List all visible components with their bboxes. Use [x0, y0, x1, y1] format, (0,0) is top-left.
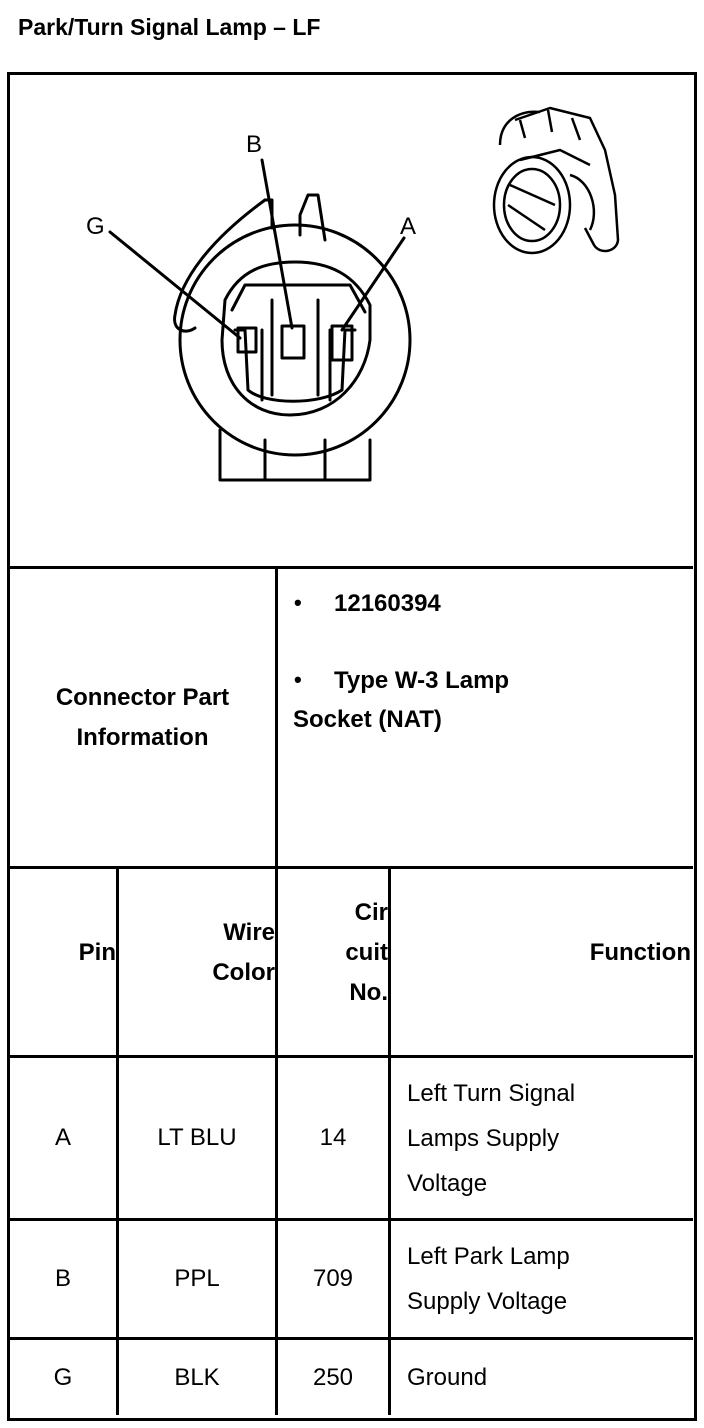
pin-label-b: B: [246, 131, 262, 158]
row-b-pin: B: [54, 1265, 71, 1292]
divider-pin-col: [116, 866, 119, 1415]
bullet-part-number: •: [294, 590, 302, 615]
row-a-function: Left Turn Signal Lamps Supply Voltage: [391, 1058, 691, 1218]
row-b-function-line2: Supply Voltage: [407, 1288, 568, 1315]
header-circuit-line1: Cir: [354, 899, 388, 926]
bullet-description: •: [294, 667, 302, 692]
pin-label-a: A: [400, 213, 416, 240]
divider-header: [7, 1055, 693, 1058]
row-b-wire-color: PPL: [174, 1265, 220, 1292]
header-wire-color-line1: Wire: [223, 919, 275, 946]
row-a-function-line3: Voltage: [407, 1169, 488, 1197]
row-b-circuit: 709: [312, 1265, 354, 1292]
connector-description-line1: Type W-3 Lamp: [334, 667, 510, 694]
row-b-function-line1: Left Park Lamp: [407, 1243, 570, 1270]
divider-wire-col: [275, 866, 278, 1415]
row-g-function-line1: Ground: [407, 1364, 488, 1391]
connector-description-line2: Socket (NAT): [293, 706, 442, 733]
header-pin-label: Pin: [78, 939, 116, 966]
header-pin: Pin: [10, 869, 116, 1055]
page-title: Park/Turn Signal Lamp – LF: [18, 14, 321, 40]
row-a-function-line2: Lamps Supply: [407, 1124, 560, 1152]
connector-info-label-line2: Information: [76, 723, 209, 751]
header-function-label: Function: [589, 939, 691, 966]
pin-label-g: G: [86, 213, 105, 240]
row-a-circuit: 14: [319, 1124, 347, 1151]
row-a-function-line1: Left Turn Signal: [407, 1079, 576, 1107]
header-wire-color: Wire Color: [119, 869, 275, 1055]
connector-diagram: G B A: [86, 106, 620, 482]
divider-info: [275, 566, 278, 869]
row-g-wire-color: BLK: [174, 1363, 220, 1391]
header-circuit-line3: No.: [349, 979, 388, 1006]
part-number: 12160394: [334, 590, 441, 617]
connector-info-label: Connector Part Information: [10, 569, 275, 866]
divider-info-bottom: [7, 866, 693, 869]
header-circuit-line2: cuit: [345, 939, 388, 966]
row-g-pin: G: [53, 1363, 73, 1391]
row-a-pin: A: [54, 1124, 71, 1151]
row-g-circuit: 250: [312, 1363, 354, 1391]
header-circuit: Cir cuit No.: [278, 869, 388, 1055]
header-wire-color-line2: Color: [212, 959, 275, 986]
row-a-wire-color: LT BLU: [157, 1124, 237, 1151]
divider-diagram: [7, 566, 693, 569]
connector-table-frame: [7, 72, 697, 1421]
divider-circuit-col: [388, 866, 391, 1415]
divider-row-a: [7, 1218, 693, 1221]
divider-row-b: [7, 1337, 693, 1340]
header-function: Function: [391, 869, 691, 1055]
row-g-function: Ground: [391, 1340, 691, 1415]
connector-info-label-line1: Connector Part: [55, 683, 230, 711]
row-b-function: Left Park Lamp Supply Voltage: [391, 1221, 691, 1337]
socket-isometric-illustration: [492, 106, 620, 255]
